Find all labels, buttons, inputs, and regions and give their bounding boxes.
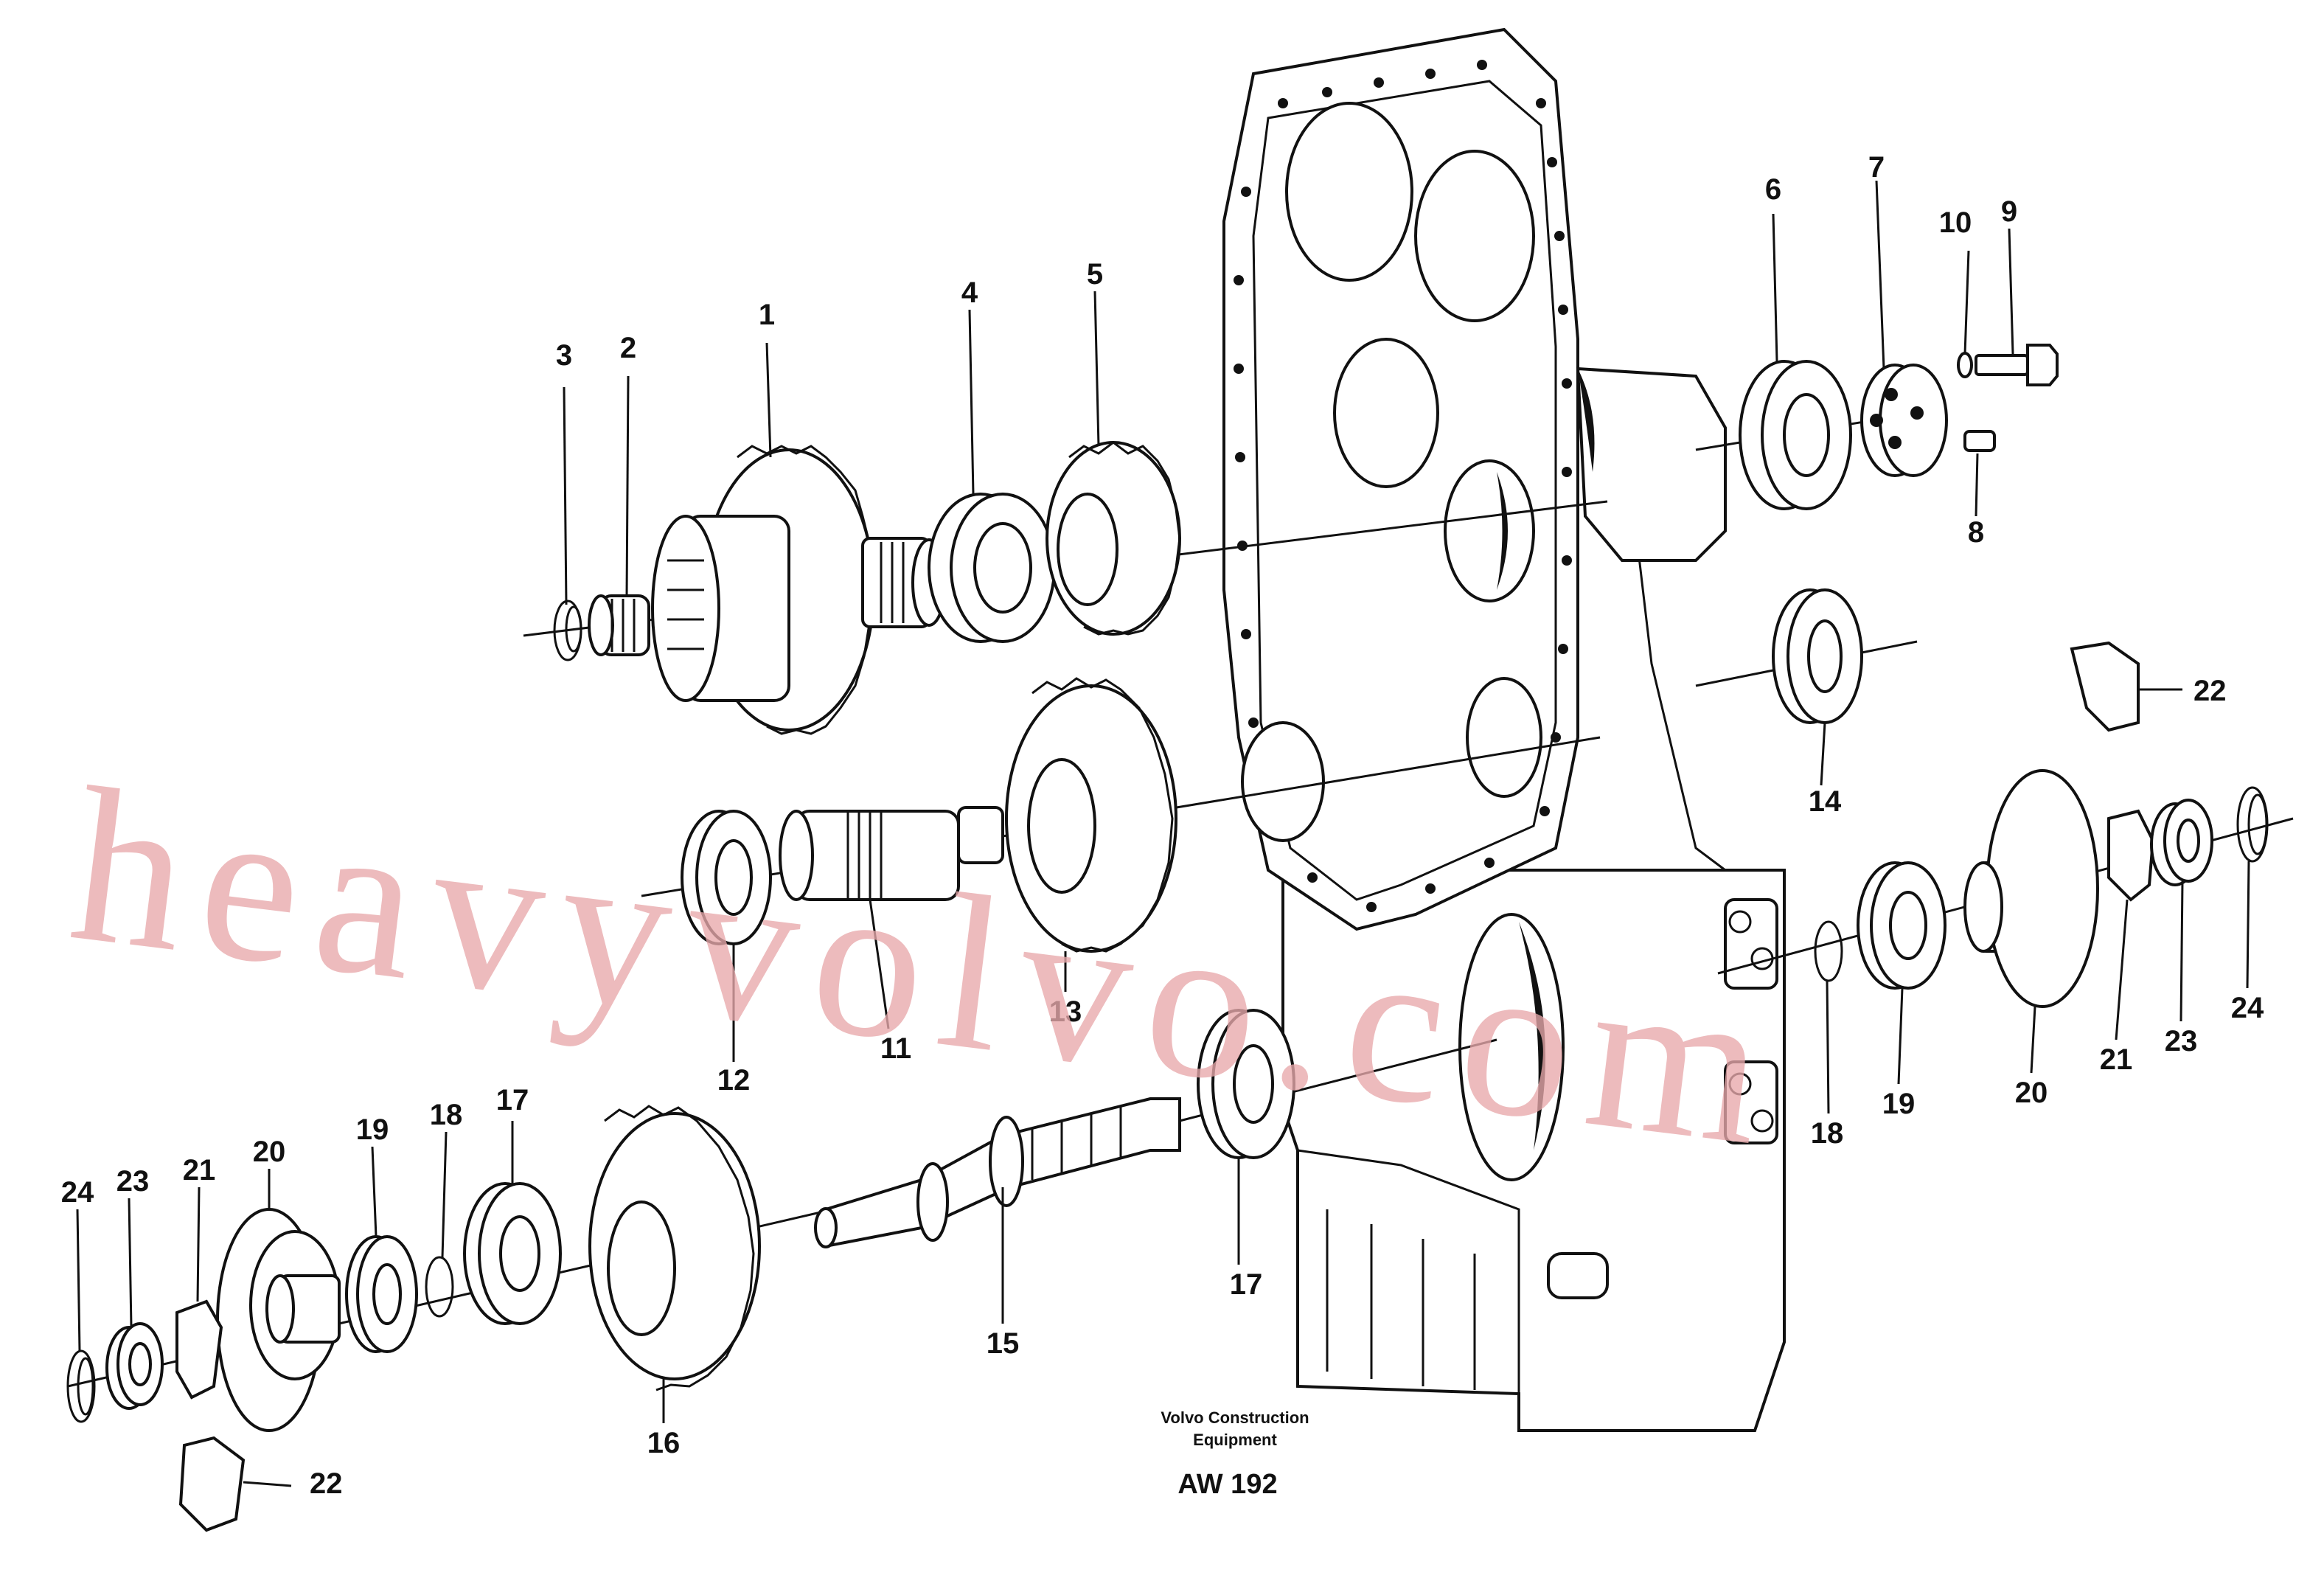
part-22-lock-plate-left	[178, 1436, 246, 1532]
part-10-washer	[1957, 352, 1973, 378]
callout-15: 15	[987, 1327, 1020, 1360]
callout-4: 4	[961, 277, 978, 309]
part-1-gear	[651, 445, 947, 735]
part-20-flange-right	[1963, 769, 2099, 1008]
callout-16: 16	[647, 1427, 681, 1459]
callout-20-right: 20	[2015, 1077, 2048, 1109]
callout-labels: 1 2 3 4 5 6 7 8 9 10 11 12 13 14 15 16 1…	[61, 151, 2264, 1500]
part-18-o-ring-right	[1814, 920, 1843, 982]
part-3-circlip	[553, 600, 582, 661]
callout-8: 8	[1968, 516, 1984, 549]
part-15-output-shaft	[814, 1097, 1181, 1248]
callout-12: 12	[717, 1064, 751, 1097]
callout-6: 6	[1765, 173, 1781, 206]
part-19-seal-right	[1857, 861, 1946, 990]
callout-11: 11	[880, 1032, 911, 1065]
callout-7: 7	[1868, 151, 1885, 184]
part-13-gear	[1005, 677, 1177, 953]
callout-23-left: 23	[116, 1165, 150, 1198]
part-18-o-ring-left	[425, 1256, 454, 1318]
part-9-bolt	[1975, 344, 2059, 386]
part-23-nut-right	[2150, 799, 2213, 886]
callout-22-right: 22	[2193, 675, 2227, 707]
part-24-circlip-left	[66, 1349, 96, 1423]
callout-13: 13	[1049, 995, 1082, 1028]
callout-22-left: 22	[310, 1467, 343, 1500]
part-5-gear	[1046, 441, 1181, 636]
part-21-lock-plate-right	[2107, 809, 2155, 902]
callout-17-right: 17	[1230, 1268, 1263, 1301]
part-4-bearing	[928, 493, 1056, 643]
part-6-bearing	[1739, 360, 1852, 510]
callout-10: 10	[1939, 206, 1972, 239]
part-12-bearing	[681, 810, 772, 945]
callout-19-left: 19	[356, 1113, 389, 1146]
part-11-shaft-sleeve	[779, 806, 1004, 901]
part-17-bearing-right	[1197, 1009, 1295, 1159]
callout-18-right: 18	[1811, 1117, 1844, 1150]
callout-21-left: 21	[183, 1154, 216, 1186]
callout-23-right: 23	[2165, 1025, 2198, 1057]
part-24-circlip-right	[2236, 786, 2269, 863]
callout-9: 9	[2001, 195, 2017, 228]
callout-2: 2	[620, 332, 636, 364]
leader-lines	[76, 180, 2250, 1487]
callout-20-left: 20	[253, 1136, 286, 1168]
caption-line-2: Equipment	[1193, 1431, 1277, 1449]
part-8-set-screw	[1963, 430, 1996, 452]
transmission-housing	[1222, 27, 1786, 1432]
part-22-lock-plate-right	[2070, 641, 2140, 732]
part-14-bearing	[1772, 588, 1863, 724]
publisher-caption: Volvo Construction Equipment AW 192	[1161, 1408, 1309, 1500]
callout-24-left: 24	[61, 1176, 94, 1209]
part-23-nut-left	[105, 1322, 164, 1410]
callout-5: 5	[1087, 258, 1103, 291]
part-19-seal-left	[345, 1235, 418, 1353]
part-21-lock-plate-left	[175, 1299, 223, 1400]
part-17-bearing-left	[463, 1182, 562, 1325]
caption-line-1: Volvo Construction	[1161, 1408, 1309, 1427]
callout-24-right: 24	[2231, 992, 2264, 1024]
callout-17-left: 17	[496, 1084, 529, 1116]
illustration-code: AW 192	[1177, 1469, 1277, 1500]
callout-14: 14	[1809, 785, 1842, 818]
callout-21-right: 21	[2100, 1043, 2133, 1076]
part-20-flange-left	[216, 1208, 341, 1432]
callout-18-left: 18	[430, 1099, 463, 1131]
part-2-needle-bearing	[588, 594, 650, 656]
callout-19-right: 19	[1882, 1088, 1916, 1120]
callout-1: 1	[759, 299, 775, 331]
part-7-washer-plate	[1860, 364, 1948, 477]
part-16-gear	[588, 1105, 761, 1391]
callout-3: 3	[556, 339, 572, 372]
